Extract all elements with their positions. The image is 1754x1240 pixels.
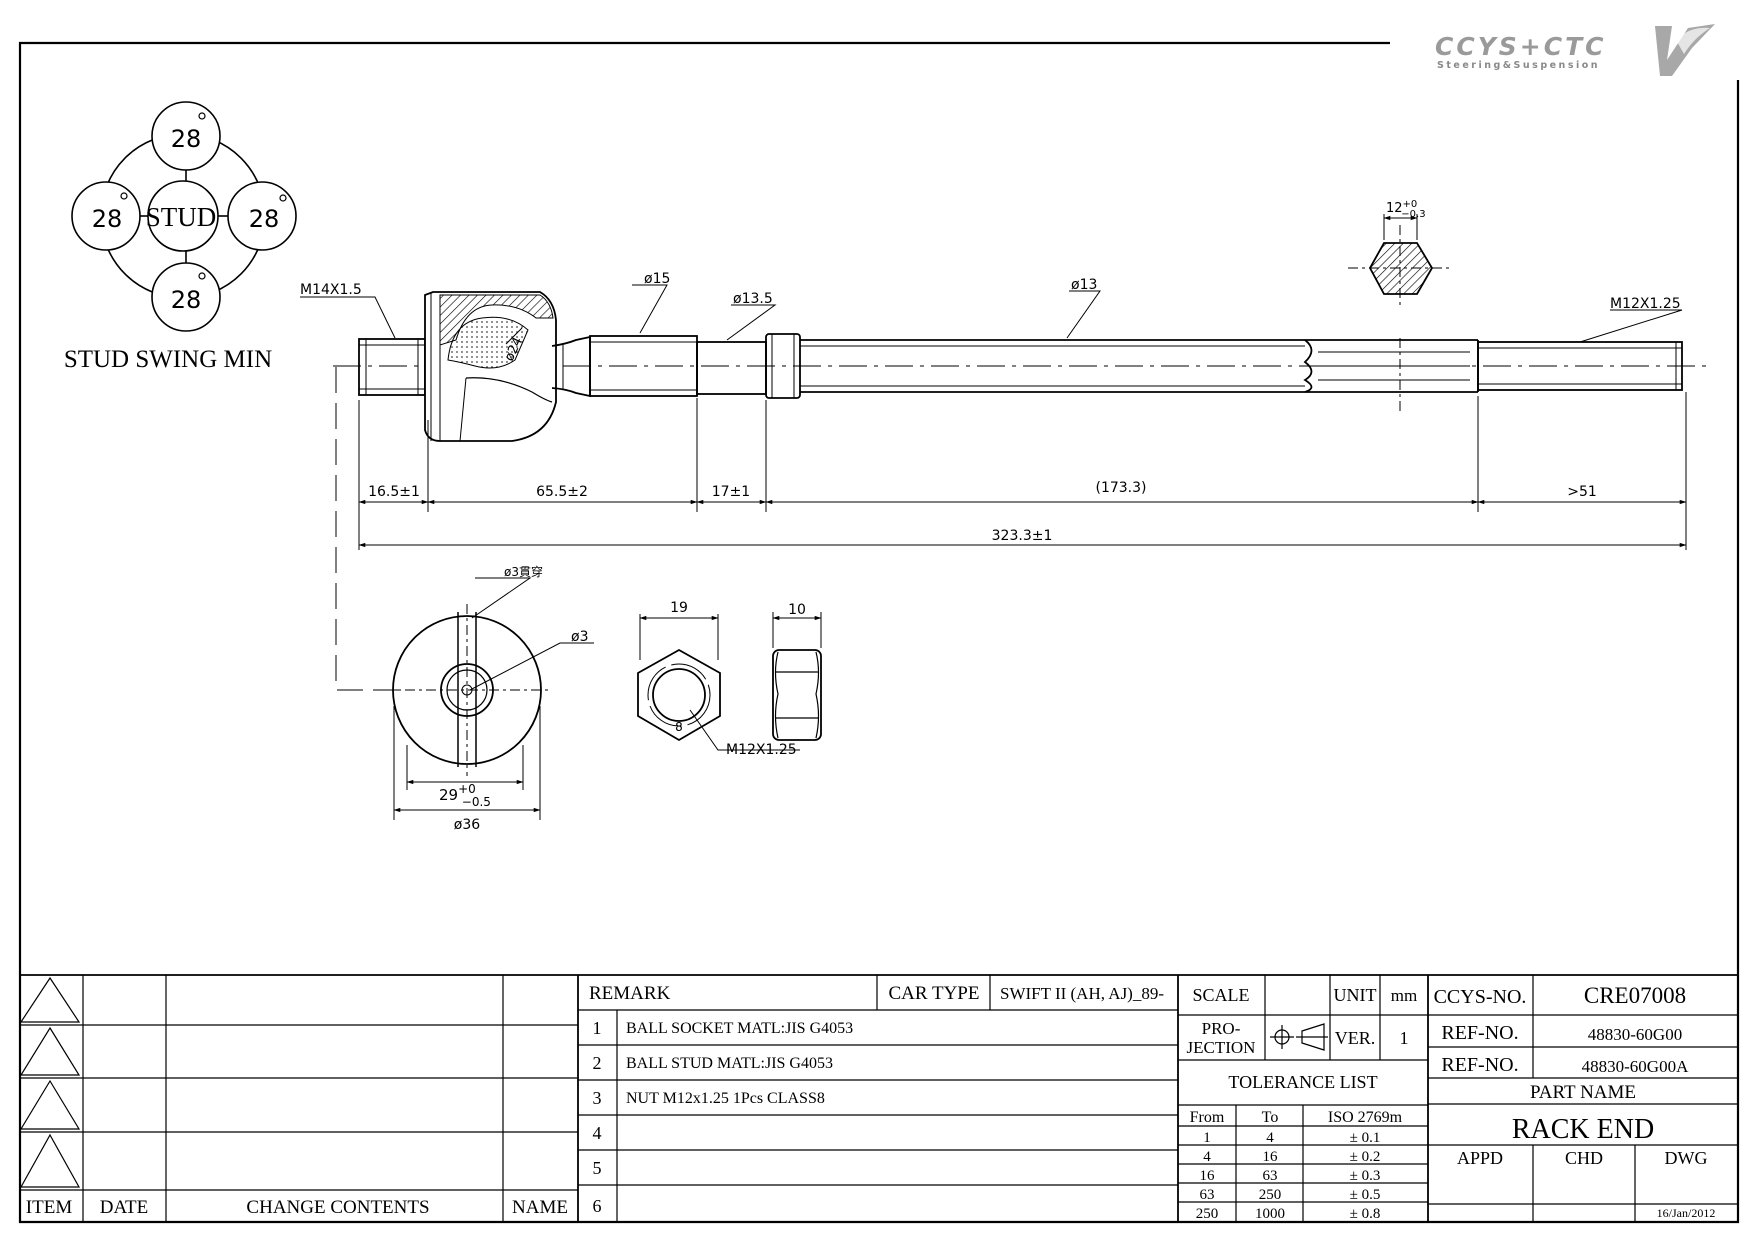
rack-end-side-view [333, 291, 1712, 442]
brand-logo: CCYS+CTC Steering&Suspension [1435, 24, 1715, 76]
logo-tagline: Steering&Suspension [1437, 60, 1600, 71]
tol-iso-header: ISO 2769m [1328, 1109, 1403, 1126]
projection-label-1: PRO- [1202, 1019, 1241, 1038]
remark-no-6: 6 [593, 1196, 602, 1216]
chd-label: CHD [1565, 1148, 1603, 1168]
slot-dim: 29+0−0.5 [439, 782, 491, 809]
ref-no-value-2: 48830-60G00A [1582, 1057, 1689, 1076]
nut-thread: M12X1.25 [726, 742, 797, 758]
remark-label: REMARK [589, 983, 671, 1004]
ccys-no-value: CRE07008 [1584, 983, 1686, 1008]
rev-date-header: DATE [100, 1197, 149, 1218]
tol-to-5: 1000 [1255, 1206, 1285, 1222]
tol-to-4: 250 [1259, 1187, 1282, 1203]
car-type-label: CAR TYPE [889, 983, 980, 1004]
dim-65-5: 65.5±2 [536, 484, 588, 500]
tol-to-2: 16 [1263, 1149, 1279, 1165]
hole-note: ø3貫穿 [504, 564, 543, 579]
hex-size: 12+0−0.3 [1386, 199, 1426, 220]
dia-13-5-label: ø13.5 [733, 291, 773, 307]
dia-13-label: ø13 [1071, 277, 1097, 293]
part-name-label: PART NAME [1530, 1082, 1636, 1103]
rev-change-header: CHANGE CONTENTS [246, 1197, 429, 1218]
dwg-label: DWG [1665, 1148, 1708, 1168]
rev-name-header: NAME [512, 1197, 568, 1218]
angle-left: 28 [92, 205, 123, 233]
stud-label: STUD [146, 202, 217, 232]
leaders [300, 284, 1683, 345]
scale-label: SCALE [1192, 985, 1249, 1005]
dia-15-label: ø15 [644, 271, 670, 287]
dim-overall: 323.3±1 [992, 528, 1053, 544]
thread-right-label: M12X1.25 [1610, 296, 1681, 312]
rev-item-header: ITEM [26, 1197, 73, 1218]
unit-value: mm [1391, 986, 1417, 1005]
stud-swing-diagram [71, 101, 297, 332]
drawing-date: 16/Jan/2012 [1657, 1206, 1716, 1220]
tol-val-5: ± 0.8 [1350, 1206, 1381, 1222]
end-view [384, 577, 594, 820]
ref-no-label-1: REF-NO. [1441, 1022, 1518, 1044]
tolerance-title: TOLERANCE LIST [1228, 1072, 1377, 1092]
remark-no-5: 5 [593, 1158, 602, 1178]
projection-symbol-icon [1270, 1023, 1328, 1051]
nut-front-view [637, 614, 800, 751]
dim-16-5: 16.5±1 [368, 484, 420, 500]
dimension-lines [335, 367, 1687, 691]
tol-from-2: 4 [1203, 1149, 1211, 1165]
degree-marks [120, 112, 287, 280]
remark-no-4: 4 [593, 1123, 602, 1143]
dim-51: >51 [1567, 484, 1597, 500]
remark-no-2: 2 [593, 1053, 602, 1073]
stud-swing-title: STUD SWING MIN [64, 346, 272, 373]
nut-grade: 8 [675, 720, 683, 734]
title-block-lines [19, 974, 1738, 1222]
nut-width: 19 [670, 600, 688, 616]
sheet-border [18, 41, 1740, 1224]
tol-val-3: ± 0.3 [1350, 1168, 1381, 1184]
dim-173-3: (173.3) [1095, 480, 1146, 496]
tol-val-4: ± 0.5 [1350, 1187, 1381, 1203]
ver-label: VER. [1335, 1028, 1376, 1048]
tol-from-3: 16 [1200, 1168, 1216, 1184]
nut-thickness: 10 [788, 602, 806, 618]
dim-17: 17±1 [712, 484, 750, 500]
tol-to-header: To [1262, 1109, 1279, 1126]
tol-from-4: 63 [1200, 1187, 1215, 1203]
ccys-no-label: CCYS-NO. [1434, 986, 1527, 1008]
tol-val-2: ± 0.2 [1350, 1149, 1381, 1165]
tol-val-1: ± 0.1 [1350, 1130, 1381, 1146]
outer-dia: ø36 [454, 817, 480, 833]
tol-from-1: 1 [1203, 1130, 1211, 1146]
ver-value: 1 [1400, 1028, 1409, 1048]
part-name-value: RACK END [1512, 1114, 1654, 1145]
nut-side-view [772, 612, 822, 741]
tol-from-5: 250 [1196, 1206, 1219, 1222]
unit-label: UNIT [1334, 985, 1377, 1005]
remark-text-1: BALL SOCKET MATL:JIS G4053 [626, 1020, 853, 1037]
ref-no-label-2: REF-NO. [1441, 1054, 1518, 1076]
tol-to-3: 63 [1263, 1168, 1278, 1184]
hex-section-view [1348, 214, 1450, 308]
remark-text-3: NUT M12x1.25 1Pcs CLASS8 [626, 1090, 825, 1107]
thread-left-label: M14X1.5 [300, 282, 362, 298]
tol-from-header: From [1190, 1109, 1225, 1126]
hole-dia: ø3 [571, 629, 588, 645]
remark-no-1: 1 [593, 1018, 602, 1038]
angle-bottom: 28 [171, 286, 202, 314]
projection-label-2: JECTION [1187, 1038, 1256, 1057]
angle-right: 28 [249, 205, 280, 233]
logo-brand: CCYS+CTC [1435, 32, 1607, 61]
remark-no-3: 3 [593, 1088, 602, 1108]
remark-text-2: BALL STUD MATL:JIS G4053 [626, 1055, 833, 1072]
ref-no-value-1: 48830-60G00 [1588, 1025, 1682, 1044]
car-type-value: SWIFT II (AH, AJ)_89- [1000, 984, 1164, 1003]
tol-to-1: 4 [1266, 1130, 1274, 1146]
angle-top: 28 [171, 125, 202, 153]
appd-label: APPD [1457, 1148, 1503, 1168]
